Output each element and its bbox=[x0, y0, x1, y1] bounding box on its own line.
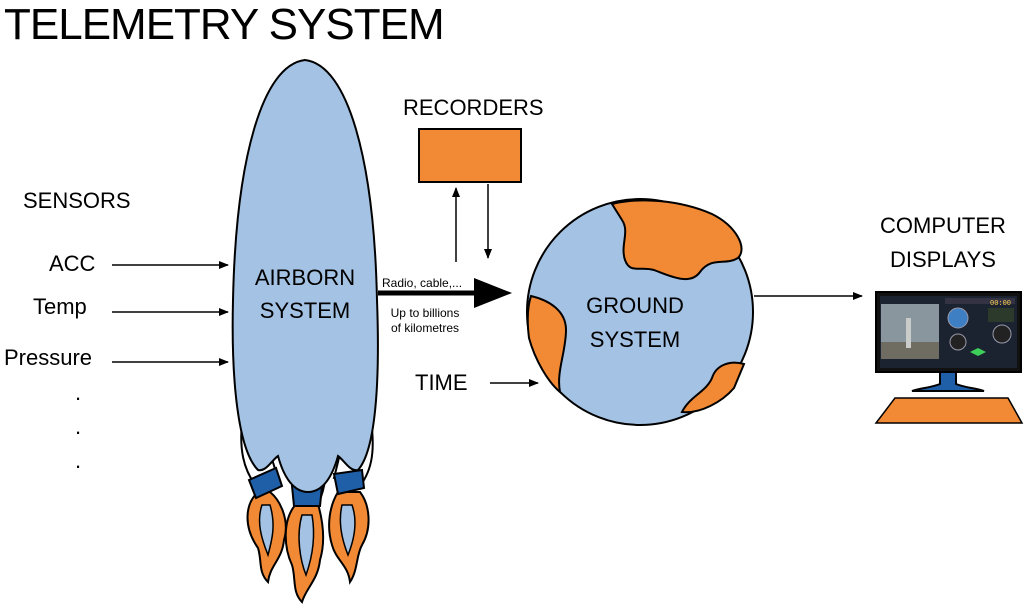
rocket-body bbox=[231, 58, 379, 494]
ground-label-line2: SYSTEM bbox=[589, 327, 681, 352]
globe bbox=[526, 198, 754, 426]
sensor-acc-label: ACC bbox=[49, 251, 96, 276]
screen-gauge-right bbox=[992, 324, 1012, 344]
link-label-bottom-line1: Up to billions bbox=[390, 306, 460, 320]
screen-tower bbox=[906, 318, 911, 348]
screen-top-bar bbox=[945, 298, 1015, 304]
time-label: TIME bbox=[415, 370, 468, 395]
rocket-band-right bbox=[332, 468, 366, 496]
recorders-label: RECORDERS bbox=[403, 95, 544, 120]
screen-gauge-left bbox=[949, 333, 967, 351]
screen-top-readout: 00:00 bbox=[990, 300, 1011, 308]
monitor-stand bbox=[911, 371, 985, 392]
sensors-heading: SENSORS bbox=[23, 188, 131, 213]
sensor-temp-label: Temp bbox=[33, 294, 87, 319]
link-label-bottom-line2: of kilometres bbox=[390, 321, 460, 335]
flame-inner-middle bbox=[298, 514, 315, 578]
flame-inner-right bbox=[339, 504, 356, 558]
link-arrow-head bbox=[474, 278, 512, 308]
land-right bbox=[680, 361, 746, 414]
sensor-ellipsis-1: . bbox=[75, 380, 82, 405]
flame-inner-left bbox=[258, 504, 274, 558]
screen-aircraft bbox=[970, 348, 986, 356]
keyboard bbox=[874, 397, 1024, 424]
airborne-label-line2: SYSTEM bbox=[259, 298, 351, 323]
airborne-label-line1: AIRBORN bbox=[254, 265, 356, 290]
screen-video-ground bbox=[881, 342, 939, 359]
displays-label-line2: DISPLAYS bbox=[890, 247, 996, 272]
sensor-pressure-label: Pressure bbox=[4, 345, 93, 370]
land-top bbox=[610, 199, 743, 281]
page-title: TELEMETRY SYSTEM bbox=[4, 0, 445, 49]
land-left bbox=[526, 294, 568, 395]
link-label-top: Radio, cable,... bbox=[382, 276, 463, 290]
displays-label-line1: COMPUTER bbox=[880, 213, 1006, 238]
rocket-band-left bbox=[247, 466, 284, 500]
ground-label-line1: GROUND bbox=[586, 293, 684, 318]
rocket bbox=[231, 58, 379, 604]
sensor-ellipsis-2: . bbox=[75, 414, 82, 439]
sensor-ellipsis-3: . bbox=[75, 448, 82, 473]
screen-attitude-dial bbox=[947, 307, 969, 329]
screen-side-panel bbox=[988, 308, 1014, 322]
computer: 00:00 bbox=[874, 291, 1024, 424]
recorders-box bbox=[418, 128, 522, 183]
